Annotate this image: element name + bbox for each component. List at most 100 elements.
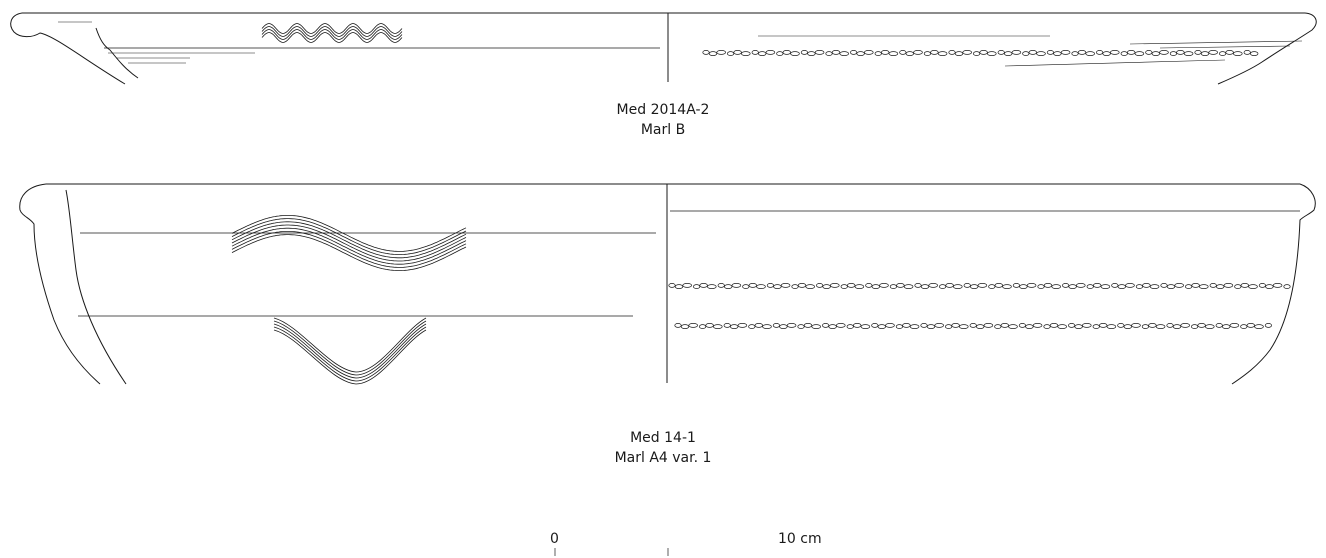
impressed-loop [748, 324, 756, 329]
impressed-loop [1057, 324, 1067, 329]
impressed-loop [822, 323, 830, 328]
wavy-comb-line [261, 29, 403, 40]
impressed-loop [705, 323, 714, 328]
impressed-loop [1046, 50, 1054, 55]
impressed-loop [854, 284, 865, 289]
impressed-loop [1149, 284, 1160, 289]
impressed-loop [772, 323, 780, 328]
impressed-loop [1272, 283, 1283, 288]
impressed-loop [1197, 323, 1206, 328]
impressed-loop [1000, 323, 1009, 328]
impressed-loop [830, 283, 840, 288]
vessel-2-lower-wavy-decoration [273, 317, 427, 385]
impressed-loop [1240, 283, 1249, 288]
impressed-loop [754, 323, 763, 328]
impressed-loop [807, 51, 816, 56]
impressed-loop [939, 284, 947, 289]
impressed-loop [737, 323, 748, 328]
impressed-loop [1049, 323, 1059, 328]
impressed-loop [1160, 283, 1168, 288]
impressed-loop [682, 283, 692, 288]
impressed-loop [1191, 324, 1199, 329]
vessel-1-drawing [10, 12, 1317, 85]
impressed-loop [742, 284, 750, 289]
impressed-loop [988, 284, 996, 289]
impressed-loop [828, 324, 837, 329]
impressed-loop [1074, 324, 1083, 329]
impressed-loop [889, 284, 897, 289]
impressed-loop [674, 323, 682, 328]
impressed-loop [1117, 284, 1126, 289]
impressed-loop [1265, 284, 1274, 289]
impressed-loop [913, 50, 923, 55]
impressed-loop [983, 323, 994, 328]
impressed-loop [1134, 51, 1145, 56]
impressed-loop [1043, 324, 1051, 329]
impressed-loop [693, 284, 701, 289]
impressed-loop [920, 284, 930, 289]
impressed-loop [1243, 50, 1251, 55]
vessel-2-right-profile [1231, 183, 1316, 385]
impressed-loop [1037, 284, 1045, 289]
impressed-loop [1166, 323, 1174, 328]
impressed-loop [1051, 284, 1061, 289]
impressed-loop [1086, 284, 1094, 289]
impressed-loop [1019, 284, 1028, 289]
impressed-loop [756, 284, 766, 289]
impressed-loop [937, 51, 948, 56]
impressed-loop [977, 283, 988, 288]
impressed-loop [976, 324, 985, 329]
vessel-1-left-profile-inner [95, 27, 139, 79]
impressed-loop [877, 324, 886, 329]
vessel-1-left-profile [10, 12, 126, 85]
impressed-loop [987, 51, 997, 56]
vessel-2-left-profile [19, 183, 101, 385]
impressed-loop [1234, 284, 1242, 289]
impressed-loop [707, 284, 717, 289]
impressed-loop [1082, 323, 1092, 328]
impressed-loop [1151, 51, 1160, 56]
impressed-loop [1028, 50, 1037, 55]
vessel-2-wavy-decoration [231, 215, 467, 271]
wavy-comb-line [273, 317, 427, 373]
impressed-loop [699, 283, 708, 288]
impressed-loop [803, 323, 813, 328]
impressed-loop [831, 50, 841, 55]
vessel-2-drawing [19, 183, 1316, 385]
impressed-loop [951, 323, 960, 328]
impressed-loop [860, 324, 871, 329]
impressed-loop [1022, 51, 1030, 56]
impressed-loop [1008, 324, 1018, 329]
scale-bar [554, 548, 669, 556]
impressed-loop [1200, 51, 1210, 56]
impressed-loop [773, 284, 782, 289]
impressed-loop [1092, 324, 1100, 329]
wavy-comb-line [231, 218, 467, 255]
impressed-loop [871, 323, 879, 328]
impressed-loop [970, 284, 979, 289]
impressed-loop [881, 50, 890, 55]
impressed-loop [1246, 323, 1255, 328]
impressed-loop [1233, 51, 1243, 56]
impressed-loop [1215, 323, 1223, 328]
impressed-loop [1106, 324, 1117, 329]
impressed-loop [1026, 283, 1037, 288]
vessel-2-left-profile-inner [65, 189, 127, 385]
impressed-loop [899, 50, 907, 55]
impressed-loop [1145, 50, 1153, 55]
impressed-loop [825, 51, 833, 56]
impressed-loop [1159, 50, 1169, 55]
vessel-1-wavy-decoration [261, 23, 403, 43]
vessel-1-impressed-row [702, 50, 1259, 56]
impressed-loop [1011, 50, 1022, 55]
wavy-comb-line [231, 234, 467, 271]
impressed-loop [923, 51, 931, 56]
impressed-loop [1216, 284, 1225, 289]
impressed-loop [1062, 283, 1070, 288]
impressed-loop [797, 324, 805, 329]
impressed-loop [717, 283, 725, 288]
impressed-loop [1120, 51, 1128, 56]
impressed-loop [847, 283, 856, 288]
impressed-loop [702, 50, 710, 55]
